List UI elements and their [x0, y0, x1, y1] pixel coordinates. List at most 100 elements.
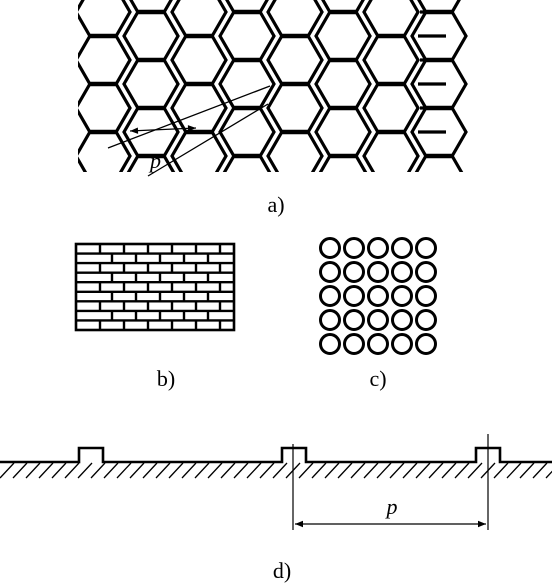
circle-element: [415, 285, 437, 307]
hatch-line: [298, 462, 314, 479]
circle-element: [391, 261, 413, 283]
hexagon-cell: [266, 82, 324, 133]
hatch-line: [220, 462, 236, 479]
hexagon-cell: [170, 82, 228, 133]
hatch-line: [129, 462, 145, 479]
hexagon-cell: [362, 34, 420, 86]
pitch-dimension-a: p: [107, 85, 271, 177]
circle-element: [343, 333, 365, 355]
panel-b: b): [74, 242, 236, 391]
hexagon-cell: [122, 11, 180, 62]
hatch-line: [90, 462, 106, 479]
circle-element: [319, 309, 341, 331]
circle-element: [367, 309, 389, 331]
hatch-line: [259, 462, 275, 479]
circle-element: [367, 237, 389, 259]
circle-element: [415, 261, 437, 283]
pitch-label: p: [385, 494, 398, 519]
hatch-line: [194, 462, 210, 479]
hatch-line: [454, 462, 470, 479]
circle-element: [343, 261, 365, 283]
hatch-line: [207, 462, 223, 479]
hatch-line: [441, 462, 457, 479]
hatch-line: [142, 462, 158, 479]
hatch-line: [272, 462, 288, 479]
hatch-line: [181, 462, 197, 479]
hexagon-cell: [362, 131, 420, 172]
hexagon-cell: [321, 0, 365, 13]
hatch-line: [168, 462, 184, 479]
dimension-arrow: [129, 125, 197, 134]
hatch-line: [363, 462, 379, 479]
hatch-line: [506, 462, 522, 479]
circle-element: [415, 237, 437, 259]
hatch-line: [376, 462, 392, 479]
hexagon-right-edge: [418, 10, 446, 134]
panel-d-label: d): [273, 558, 291, 583]
circle-pattern: [319, 237, 437, 355]
hatch-line: [116, 462, 132, 479]
hatch-line: [77, 462, 93, 479]
panel-b-label: b): [157, 366, 175, 391]
panel-a: p a): [78, 0, 468, 252]
panel-c: c): [319, 237, 437, 391]
hexagon-cell: [266, 131, 324, 172]
hatch-line: [233, 462, 249, 479]
circle-element: [319, 261, 341, 283]
hexagon-cell: [126, 155, 176, 172]
extension-line: [147, 103, 269, 177]
hatch-line: [493, 462, 509, 479]
hatch-line: [155, 462, 171, 479]
pitch-dimension-d: p: [292, 434, 489, 530]
hatch-line: [12, 462, 28, 479]
circle-element: [415, 333, 437, 355]
hexagon-cell: [314, 11, 372, 62]
circle-element: [367, 333, 389, 355]
hexagon-cell: [318, 155, 368, 172]
hatch-line: [532, 462, 548, 479]
hexagon-cell: [364, 181, 418, 228]
panel-d: p d): [0, 434, 552, 583]
hexagon-cell: [314, 106, 372, 157]
circle-element: [367, 285, 389, 307]
brick-pattern: [74, 242, 236, 332]
circle-element: [367, 261, 389, 283]
circle-element: [391, 309, 413, 331]
hatch-line: [545, 470, 552, 479]
circle-element: [391, 237, 413, 259]
circle-element: [391, 333, 413, 355]
circle-element: [391, 285, 413, 307]
hexagon-cell: [170, 0, 228, 38]
hatch-line: [25, 462, 41, 479]
surface-profile: [0, 446, 552, 464]
hatch-line: [337, 462, 353, 479]
circle-element: [343, 237, 365, 259]
hatch-line: [350, 462, 366, 479]
hexagon-cell: [122, 58, 180, 110]
hatch-line: [51, 462, 67, 479]
pitch-label: p: [148, 148, 161, 173]
hexagon-cell: [266, 0, 324, 38]
hatch-line: [389, 462, 405, 479]
hexagon-cell: [414, 155, 464, 172]
hexagon-cell: [314, 58, 372, 110]
hexagon-cell: [266, 34, 324, 86]
hexagon-cell: [78, 131, 132, 172]
hatch-line: [246, 462, 262, 479]
hexagon-cell: [129, 0, 173, 13]
hatch-line: [103, 462, 119, 479]
hexagon-cell: [218, 58, 276, 110]
panel-a-label: a): [267, 192, 284, 217]
hatch-line: [402, 462, 418, 479]
hexagon-cell: [170, 34, 228, 86]
hatch-line: [311, 462, 327, 479]
circle-element: [319, 237, 341, 259]
extension-line: [107, 85, 271, 149]
hexagon-cell: [218, 11, 276, 62]
circle-element: [343, 285, 365, 307]
hexagon-cell: [362, 82, 420, 133]
hexagon-cell: [412, 205, 466, 252]
circle-element: [343, 309, 365, 331]
